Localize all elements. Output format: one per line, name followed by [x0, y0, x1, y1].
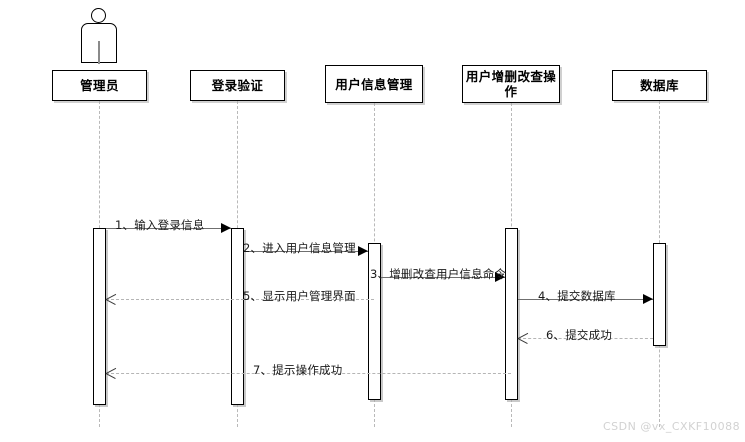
message-line-4 [518, 299, 653, 300]
arrowhead-2 [358, 246, 368, 256]
message-line-2 [244, 251, 368, 252]
participant-box-0[interactable]: 管理员 [52, 70, 147, 101]
message-line-3 [381, 277, 505, 278]
arrowhead-4 [643, 294, 653, 304]
message-label-5: 5、显示用户管理界面 [243, 289, 356, 303]
activation-bar-1 [231, 228, 244, 405]
message-label-6: 6、提交成功 [546, 328, 613, 342]
activation-bar-2 [368, 243, 381, 400]
participant-box-2[interactable]: 用户信息管理 [325, 65, 423, 103]
arrowhead-3 [495, 272, 505, 282]
message-label-2: 2、进入用户信息管理 [243, 241, 356, 255]
arrowhead-open-7 [105, 367, 117, 380]
actor-figure-icon [77, 8, 121, 64]
message-line-1 [106, 228, 231, 229]
arrowhead-open-5 [105, 293, 117, 306]
message-line-6 [518, 338, 653, 339]
actor-leg-split-icon [98, 41, 100, 64]
activation-bar-3 [505, 228, 518, 400]
csdn-watermark: CSDN @vx_CXKF10088 [603, 420, 741, 433]
participant-box-1[interactable]: 登录验证 [190, 70, 285, 101]
message-line-7 [106, 373, 511, 374]
message-label-1: 1、输入登录信息 [115, 218, 205, 232]
message-label-7: 7、提示操作成功 [253, 363, 343, 377]
actor-head-icon [91, 8, 106, 23]
participant-box-3[interactable]: 用户增删改查操作 [462, 65, 560, 103]
activation-bar-4 [653, 243, 666, 346]
arrowhead-open-6 [517, 332, 529, 345]
message-label-4: 4、提交数据库 [538, 289, 616, 303]
message-line-5 [106, 299, 374, 300]
message-label-3: 3、增删改查用户信息命令 [370, 267, 507, 281]
activation-bar-0 [93, 228, 106, 405]
participant-box-4[interactable]: 数据库 [612, 70, 707, 101]
arrowhead-1 [221, 223, 231, 233]
